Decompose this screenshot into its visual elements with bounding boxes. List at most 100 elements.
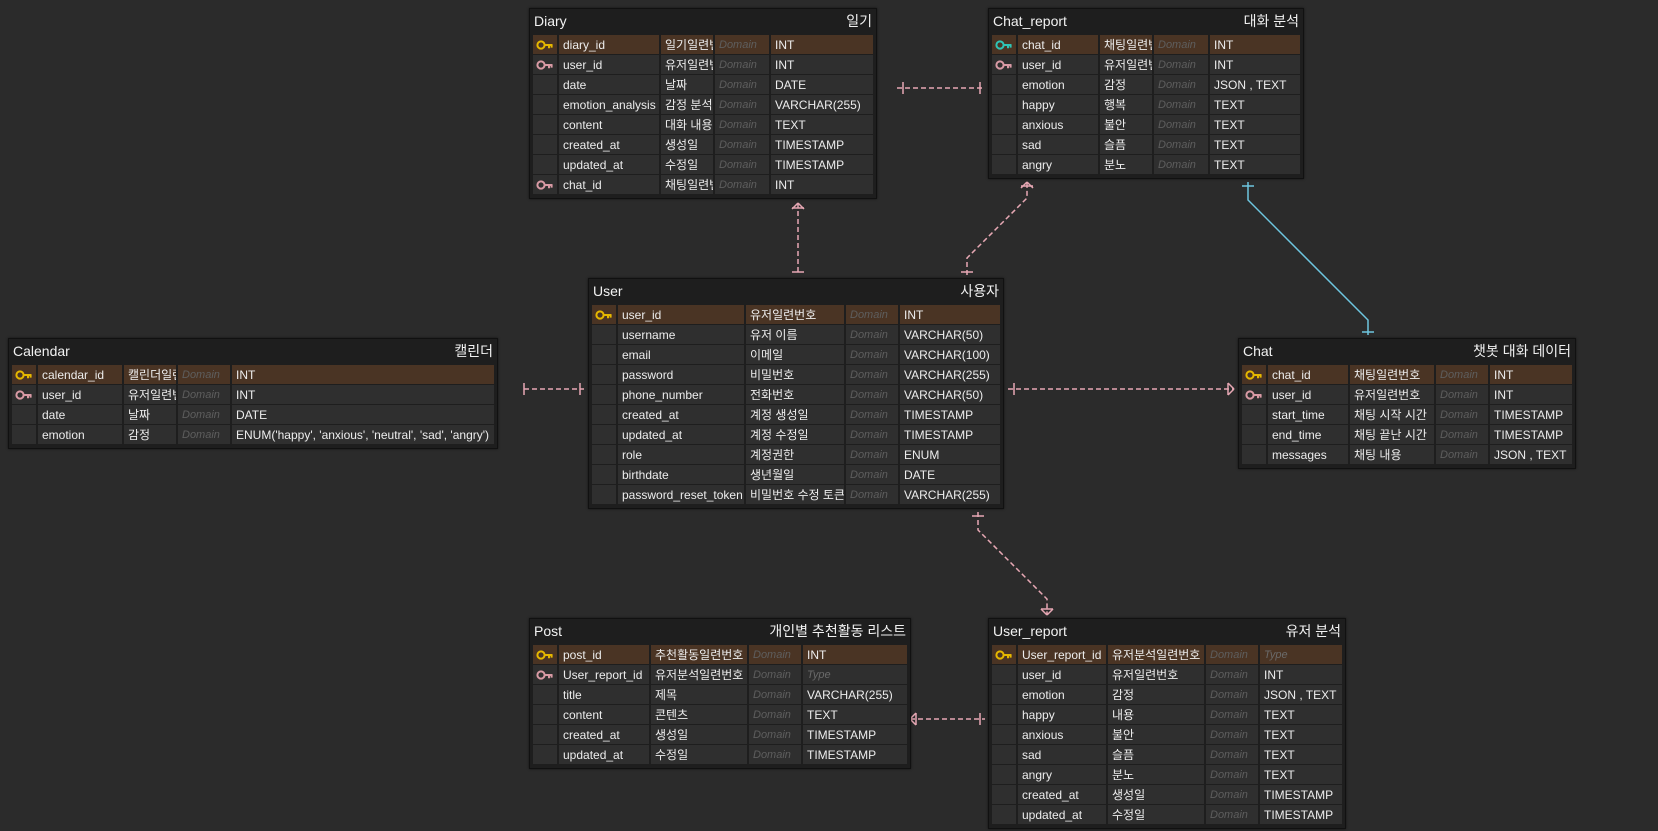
column-name[interactable]: angry — [1018, 765, 1106, 784]
column-type[interactable]: INT — [1490, 385, 1572, 404]
column-name[interactable]: emotion_analysis — [559, 95, 659, 114]
column-logical-name[interactable]: 이메일 — [746, 345, 844, 364]
column-type[interactable]: TEXT — [1210, 95, 1300, 114]
column-logical-name[interactable]: 유저일련번호 — [124, 385, 176, 404]
column-name[interactable]: sad — [1018, 745, 1106, 764]
column-domain[interactable]: Domain — [178, 425, 230, 444]
column-name[interactable]: chat_id — [1018, 35, 1098, 54]
column-type[interactable]: DATE — [771, 75, 873, 94]
column-domain[interactable]: Domain — [1154, 75, 1208, 94]
column-logical-name[interactable]: 유저분석일련번호 — [651, 665, 747, 684]
column-domain[interactable]: Domain — [715, 175, 769, 194]
column-domain[interactable]: Domain — [1206, 765, 1258, 784]
column-name[interactable]: chat_id — [559, 175, 659, 194]
column-type[interactable]: DATE — [232, 405, 494, 424]
column-type[interactable]: INT — [1210, 35, 1300, 54]
column-type[interactable]: TIMESTAMP — [900, 425, 1000, 444]
column-type[interactable]: JSON , TEXT — [1490, 445, 1572, 464]
column-logical-name[interactable]: 유저일련번호 — [1108, 665, 1204, 684]
column-name[interactable]: password — [618, 365, 744, 384]
column-type[interactable]: JSON , TEXT — [1260, 685, 1342, 704]
column-domain[interactable]: Domain — [1206, 705, 1258, 724]
column-name[interactable]: start_time — [1268, 405, 1348, 424]
column-name[interactable]: post_id — [559, 645, 649, 664]
column-domain[interactable]: Domain — [1206, 785, 1258, 804]
column-domain[interactable]: Domain — [1206, 725, 1258, 744]
column-domain[interactable]: Domain — [846, 485, 898, 504]
column-type[interactable]: INT — [1490, 365, 1572, 384]
column-domain[interactable]: Domain — [1154, 95, 1208, 114]
column-name[interactable]: user_id — [38, 385, 122, 404]
column-type[interactable]: INT — [1210, 55, 1300, 74]
column-name[interactable]: title — [559, 685, 649, 704]
column-logical-name[interactable]: 캘린더일련번호 — [124, 365, 176, 384]
column-type[interactable]: INT — [232, 365, 494, 384]
column-domain[interactable]: Domain — [1154, 155, 1208, 174]
column-name[interactable]: content — [559, 115, 659, 134]
column-logical-name[interactable]: 날짜 — [661, 75, 713, 94]
column-name[interactable]: content — [559, 705, 649, 724]
column-type[interactable]: INT — [771, 55, 873, 74]
column-logical-name[interactable]: 비밀번호 — [746, 365, 844, 384]
column-type[interactable]: TEXT — [803, 705, 907, 724]
column-type[interactable]: TIMESTAMP — [1490, 425, 1572, 444]
column-logical-name[interactable]: 제목 — [651, 685, 747, 704]
column-type[interactable]: TIMESTAMP — [771, 135, 873, 154]
column-logical-name[interactable]: 분노 — [1100, 155, 1152, 174]
column-name[interactable]: emotion — [38, 425, 122, 444]
column-name[interactable]: User_report_id — [1018, 645, 1106, 664]
column-logical-name[interactable]: 유저일련번호 — [1350, 385, 1434, 404]
column-logical-name[interactable]: 유저일련번호 — [661, 55, 713, 74]
column-type[interactable]: VARCHAR(255) — [900, 365, 1000, 384]
column-logical-name[interactable]: 감정 — [1108, 685, 1204, 704]
column-type[interactable]: VARCHAR(255) — [803, 685, 907, 704]
column-logical-name[interactable]: 날짜 — [124, 405, 176, 424]
column-name[interactable]: birthdate — [618, 465, 744, 484]
column-type[interactable]: VARCHAR(50) — [900, 385, 1000, 404]
column-logical-name[interactable]: 슬픔 — [1108, 745, 1204, 764]
column-name[interactable]: diary_id — [559, 35, 659, 54]
column-domain[interactable]: Domain — [1206, 645, 1258, 664]
column-domain[interactable]: Domain — [1206, 685, 1258, 704]
column-name[interactable]: happy — [1018, 95, 1098, 114]
column-logical-name[interactable]: 슬픔 — [1100, 135, 1152, 154]
column-name[interactable]: email — [618, 345, 744, 364]
column-domain[interactable]: Domain — [749, 745, 801, 764]
column-logical-name[interactable]: 내용 — [1108, 705, 1204, 724]
column-domain[interactable]: Domain — [715, 115, 769, 134]
column-name[interactable]: user_id — [1268, 385, 1348, 404]
column-type[interactable]: TEXT — [1210, 115, 1300, 134]
column-domain[interactable]: Domain — [1206, 665, 1258, 684]
column-domain[interactable]: Domain — [846, 445, 898, 464]
table-diary[interactable]: Diary일기diary_id일기일련번호DomainINTuser_id유저일… — [529, 8, 877, 199]
column-domain[interactable]: Domain — [1436, 385, 1488, 404]
column-domain[interactable]: Domain — [1154, 115, 1208, 134]
column-logical-name[interactable]: 수정일 — [651, 745, 747, 764]
column-name[interactable]: username — [618, 325, 744, 344]
column-name[interactable]: updated_at — [559, 745, 649, 764]
column-domain[interactable]: Domain — [1206, 745, 1258, 764]
column-logical-name[interactable]: 전화번호 — [746, 385, 844, 404]
column-domain[interactable]: Domain — [715, 55, 769, 74]
column-name[interactable]: User_report_id — [559, 665, 649, 684]
